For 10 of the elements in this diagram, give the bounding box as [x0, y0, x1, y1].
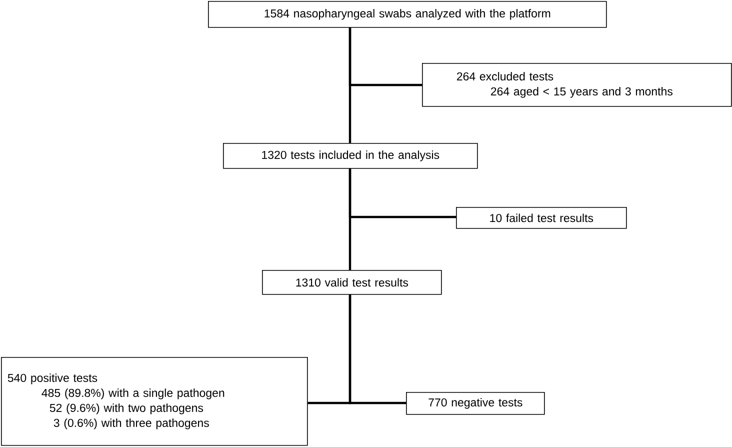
flow-box: 10 failed test results: [456, 206, 627, 229]
flow-box: 1310 valid test results: [262, 270, 442, 295]
flow-box: 1320 tests included in the analysis: [223, 143, 478, 169]
flow-box: 264 excluded tests 264 aged < 15 years and 3 months: [422, 63, 732, 107]
connector-line: [348, 28, 422, 86]
connector-line: [348, 294, 406, 404]
flow-box: 770 negative tests: [406, 392, 545, 415]
flow-box: 540 positive tests 485 (89.8%) with a single pathogen 52 (9.6%) with two pathogens 3 (0.6%) with three pathogens: [1, 357, 308, 446]
flow-box: 1584 nasopharyngeal swabs analyzed with the platform: [208, 1, 607, 28]
connector-line: [348, 168, 456, 218]
